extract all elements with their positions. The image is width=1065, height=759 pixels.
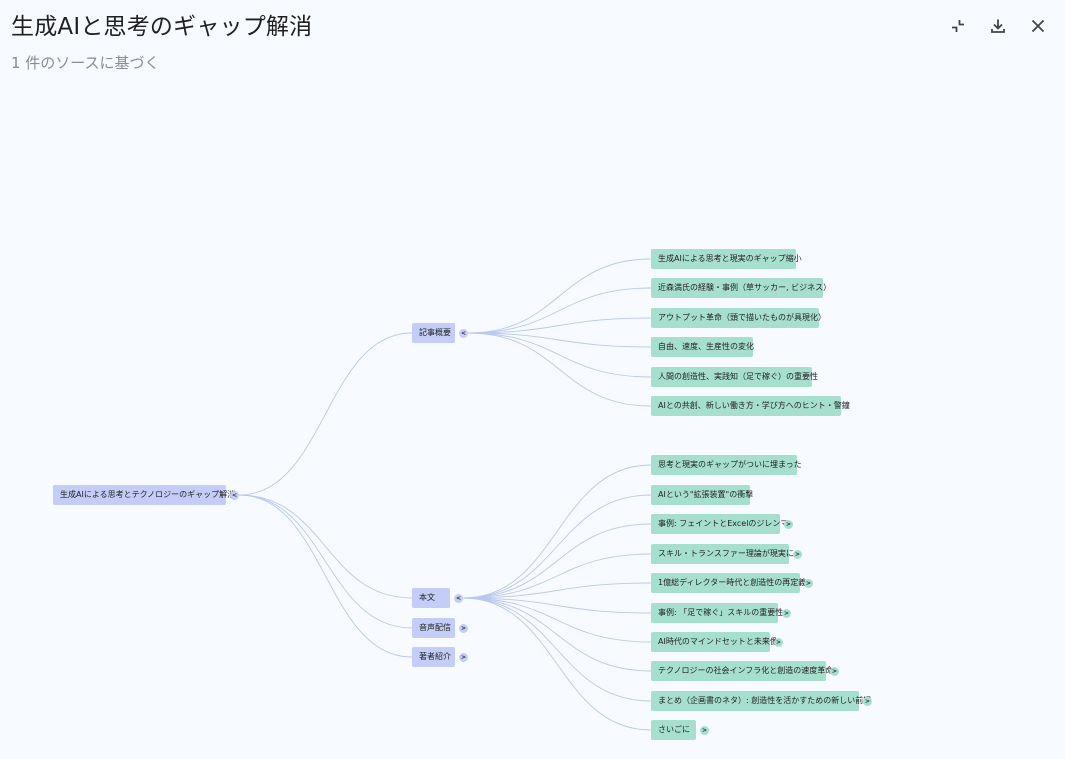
mindmap-link bbox=[238, 494, 413, 599]
source-count-label: 1 件のソースに基づく bbox=[11, 54, 160, 72]
mindmap-link bbox=[462, 597, 652, 643]
topic-node[interactable]: まとめ（企画書のネタ）: 創造性を活かすための新しい前提 bbox=[651, 691, 871, 711]
mindmap-link bbox=[462, 523, 652, 599]
topic-expand-toggle[interactable]: > bbox=[863, 696, 872, 706]
topic-expand-toggle[interactable]: > bbox=[830, 666, 839, 676]
mindmap-link bbox=[238, 494, 413, 658]
topic-expand-toggle[interactable]: > bbox=[774, 637, 783, 647]
mindmap-link bbox=[462, 494, 652, 599]
branch-node[interactable]: 記事概要 bbox=[412, 323, 455, 343]
topic-node[interactable]: 事例: 「足で稼ぐ」スキルの重要性 bbox=[651, 603, 783, 623]
branch-collapse-toggle[interactable]: < bbox=[459, 328, 468, 338]
branch-expand-toggle[interactable]: > bbox=[459, 652, 468, 662]
topic-node[interactable]: 思考と現実のギャップがついに埋まった bbox=[651, 455, 802, 475]
topic-expand-toggle[interactable]: > bbox=[782, 608, 791, 618]
topic-node[interactable]: 人間の創造性、実践知（足で稼ぐ）の重要性 bbox=[651, 367, 818, 387]
mindmap-link bbox=[462, 597, 652, 731]
mindmap-link bbox=[238, 332, 413, 496]
topic-node[interactable]: スキル・トランスファー理論が現実に bbox=[651, 544, 794, 564]
topic-node[interactable]: 生成AIによる思考と現実のギャップ縮小 bbox=[651, 249, 802, 269]
mindmap-link bbox=[462, 582, 652, 599]
mindmap-link bbox=[467, 258, 652, 334]
mindmap-link bbox=[462, 597, 652, 614]
topic-node[interactable]: アウトプット革命（頭で描いたものが具現化） bbox=[651, 308, 826, 328]
branch-node[interactable]: 音声配信 bbox=[412, 618, 455, 638]
root-collapse-toggle[interactable]: < bbox=[230, 490, 239, 500]
topic-expand-toggle[interactable]: > bbox=[804, 578, 813, 588]
collapse-button[interactable] bbox=[944, 12, 972, 40]
topic-node[interactable]: 自由、速度、生産性の変化 bbox=[651, 337, 754, 357]
mindmap-link bbox=[238, 494, 413, 629]
topic-node[interactable]: 事例: フェイントとExcelのジレンマ bbox=[651, 514, 788, 534]
mindmap-link bbox=[467, 332, 652, 378]
mindmap-link bbox=[467, 317, 652, 334]
topic-node[interactable]: AIという"拡張装置"の衝撃 bbox=[651, 485, 753, 505]
topic-node[interactable]: 近森満氏の経験・事例（草サッカー, ビジネス） bbox=[651, 278, 831, 298]
topic-expand-toggle[interactable]: > bbox=[784, 519, 793, 529]
mindmap-link bbox=[462, 597, 652, 672]
mindmap-link bbox=[462, 597, 652, 702]
topic-node[interactable]: AI時代のマインドセットと未来像 bbox=[651, 632, 778, 652]
close-icon bbox=[1031, 19, 1045, 33]
topic-node[interactable]: テクノロジーの社会インフラ化と創造の速度革命 bbox=[651, 661, 833, 681]
root-node[interactable]: 生成AIによる思考とテクノロジーのギャップ解消 bbox=[53, 485, 235, 505]
topic-node[interactable]: AIとの共創、新しい働き方・学び方へのヒント・警鐘 bbox=[651, 396, 850, 416]
topic-node[interactable]: さいごに bbox=[651, 720, 696, 740]
dialog-header: 生成AIと思考のギャップ解消 1 件のソースに基づく bbox=[0, 0, 1065, 80]
mindmap-link bbox=[462, 464, 652, 599]
branch-node[interactable]: 著者紹介 bbox=[412, 647, 455, 667]
mindmap-link bbox=[467, 332, 652, 407]
download-icon bbox=[991, 19, 1005, 33]
branch-collapse-toggle[interactable]: < bbox=[454, 593, 463, 603]
close-button[interactable] bbox=[1024, 12, 1052, 40]
topic-node[interactable]: 1億総ディレクター時代と創造性の再定義 bbox=[651, 573, 806, 593]
mindmap-link bbox=[462, 553, 652, 599]
branch-node[interactable]: 本文 bbox=[412, 588, 450, 608]
topic-expand-toggle[interactable]: > bbox=[793, 549, 802, 559]
mindmap-link bbox=[467, 287, 652, 334]
topic-expand-toggle[interactable]: > bbox=[700, 725, 709, 735]
branch-expand-toggle[interactable]: > bbox=[459, 623, 468, 633]
mindmap-title: 生成AIと思考のギャップ解消 bbox=[11, 14, 313, 40]
download-button[interactable] bbox=[984, 12, 1012, 40]
collapse-icon bbox=[952, 20, 964, 32]
mindmap-link bbox=[467, 332, 652, 348]
